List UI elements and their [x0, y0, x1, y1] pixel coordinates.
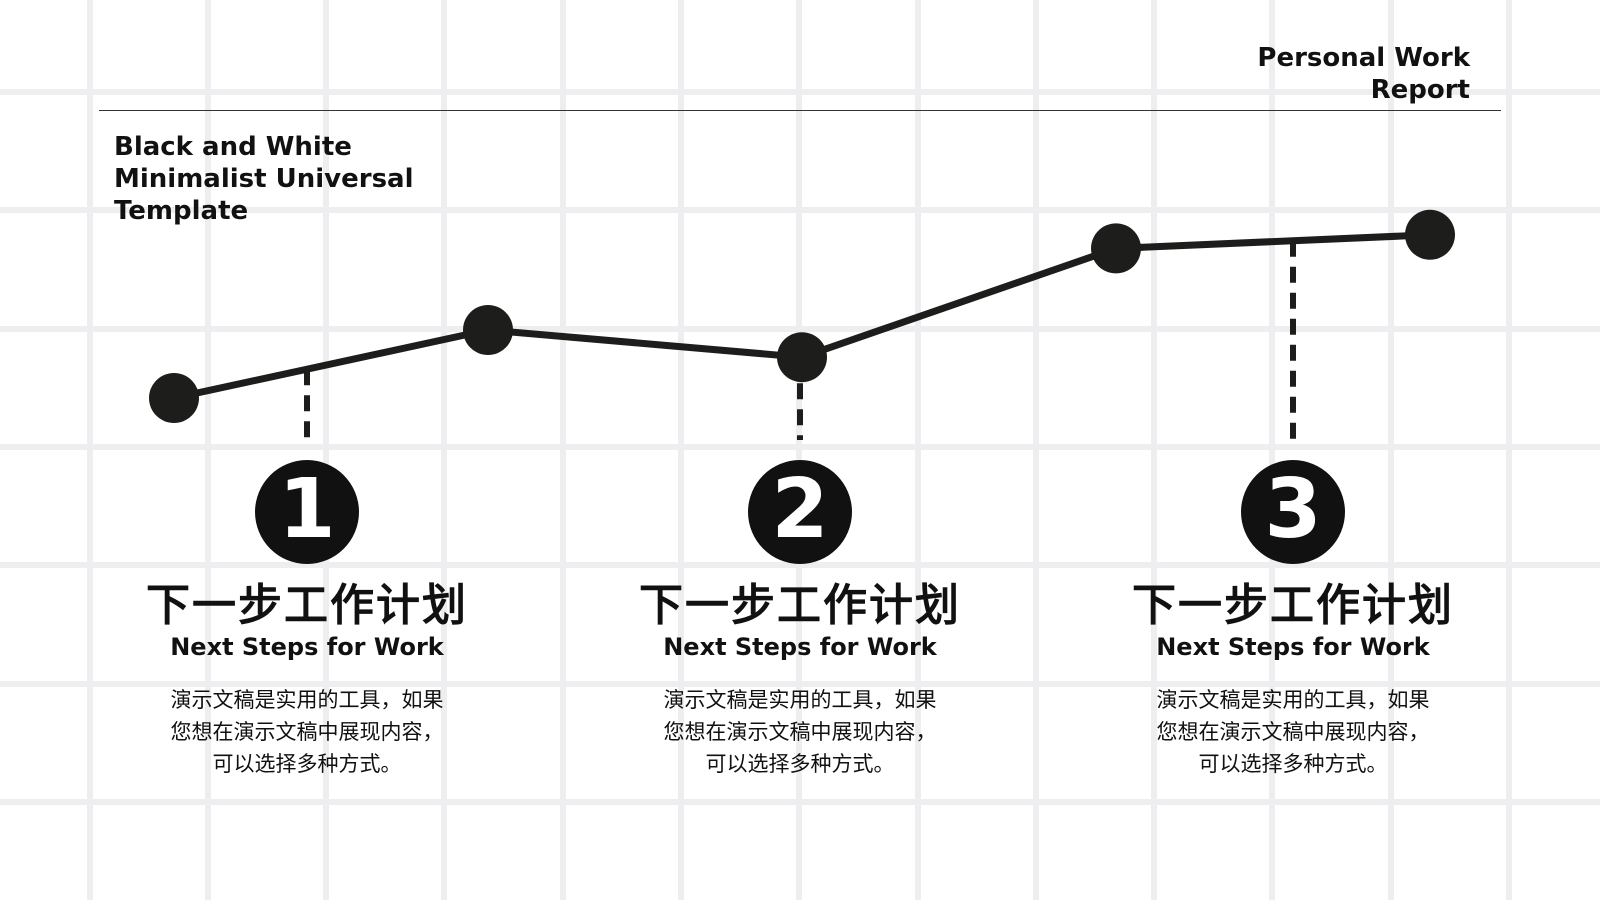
- data-point: [777, 332, 827, 383]
- data-point: [149, 373, 199, 423]
- step-number-badge: 1: [255, 460, 359, 564]
- step-title-en: Next Steps for Work: [663, 633, 937, 661]
- step-title-cn: 下一步工作计划: [1132, 580, 1454, 631]
- step-column-3: 3 下一步工作计划 Next Steps for Work 演示文稿是实用的工具…: [1103, 460, 1483, 780]
- step-title-en: Next Steps for Work: [1156, 633, 1430, 661]
- step-description: 演示文稿是实用的工具，如果您想在演示文稿中展现内容，可以选择多种方式。: [1156, 688, 1430, 776]
- data-point: [1405, 209, 1455, 260]
- data-point: [1091, 223, 1141, 274]
- header-divider: [99, 110, 1501, 111]
- step-number-badge: 2: [748, 460, 852, 564]
- step-title-en: Next Steps for Work: [170, 633, 444, 661]
- template-subtitle: Black and White Minimalist Universal Tem…: [114, 132, 414, 226]
- step-title-cn: 下一步工作计划: [146, 580, 468, 631]
- step-column-1: 1 下一步工作计划 Next Steps for Work 演示文稿是实用的工具…: [117, 460, 497, 780]
- step-description: 演示文稿是实用的工具，如果您想在演示文稿中展现内容，可以选择多种方式。: [663, 688, 937, 776]
- step-column-2: 2 下一步工作计划 Next Steps for Work 演示文稿是实用的工具…: [610, 460, 990, 780]
- report-title: Personal Work Report: [1257, 43, 1470, 105]
- step-number-badge: 3: [1241, 460, 1345, 564]
- step-description: 演示文稿是实用的工具，如果您想在演示文稿中展现内容，可以选择多种方式。: [170, 688, 444, 776]
- data-point: [463, 305, 513, 355]
- step-title-cn: 下一步工作计划: [639, 580, 961, 631]
